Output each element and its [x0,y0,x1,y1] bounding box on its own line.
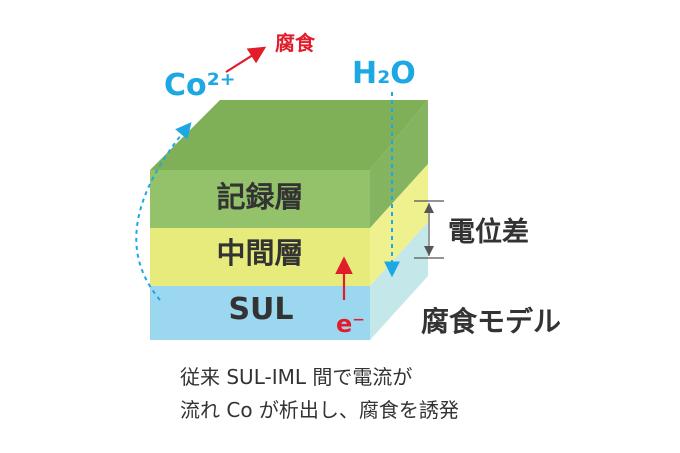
corrosion-model-label: 腐食モデル [421,305,561,338]
recording-layer-side-face [370,100,428,228]
potential-difference-label: 電位差 [448,216,529,248]
sul-side-face [370,222,428,340]
recording-layer-label: 記録層 [216,180,303,214]
corrosion-arrow [225,46,267,73]
caption-line-1: 従来 SUL-IML 間で電流が [180,365,412,389]
co-migration-arrow [135,122,192,301]
sul-front-face [150,286,370,340]
sul-layer-label: SUL [228,292,293,327]
potential-difference-bracket [414,200,444,259]
h2o-label: H₂O [352,56,416,91]
intermediate-layer-side-face [370,164,428,286]
intermediate-layer-label: 中間層 [216,236,303,270]
recording-layer-top-face [150,100,428,170]
co2plus-label: Co²⁺ [164,68,236,103]
recording-layer-front-face [150,170,370,228]
layer-block [150,100,428,340]
caption-line-2: 流れ Co が析出し、腐食を誘発 [180,398,459,422]
corrosion-top-label: 腐食 [275,31,316,55]
intermediate-layer-front-face [150,228,370,286]
electron-label: e⁻ [336,310,365,338]
